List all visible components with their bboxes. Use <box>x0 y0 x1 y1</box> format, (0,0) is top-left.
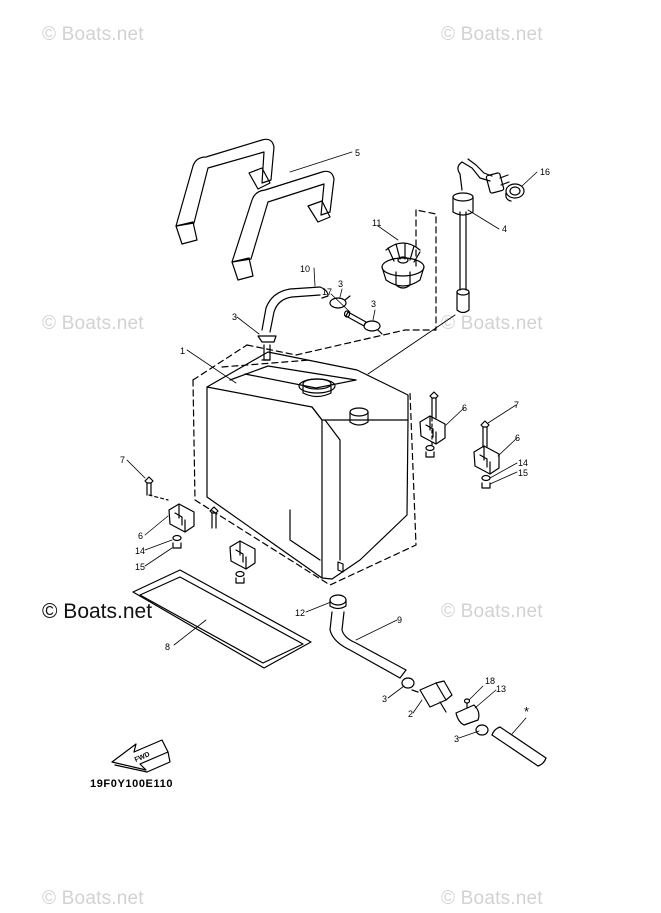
callout-3-filter-left: 3 <box>382 694 387 704</box>
watermark-bottom-left: © Boats.net <box>42 888 144 909</box>
callout-3-right: 3 <box>371 299 376 309</box>
bolt-left-center <box>209 506 219 529</box>
callout-14-left: 14 <box>135 546 145 556</box>
callout-1: 1 <box>180 346 185 356</box>
callout-17: 17 <box>322 287 332 297</box>
bracket-left <box>168 503 195 533</box>
hose-clamp-right <box>363 320 383 335</box>
connector-17 <box>343 310 367 327</box>
callout-11: 11 <box>372 218 381 228</box>
callout-3-outlet: 3 <box>454 734 459 744</box>
clamp-hose-lower <box>401 677 415 689</box>
bolt-left <box>144 476 154 496</box>
fuel-hose <box>329 611 407 679</box>
watermark-lower-right: © Boats.net <box>441 601 543 622</box>
bolt-right-upper <box>429 391 439 419</box>
fuel-filter <box>411 680 453 713</box>
bracket-right-lower <box>473 445 500 475</box>
watermark-bottom-right: © Boats.net <box>441 888 543 909</box>
callout-18: 18 <box>485 676 495 686</box>
washer-nut-left-center <box>235 570 245 584</box>
washer-nut-left <box>172 534 182 549</box>
watermark-lower-left: © Boats.net <box>42 600 153 623</box>
outlet-hose <box>491 726 547 767</box>
callout-10: 10 <box>300 264 310 274</box>
callout-14-right: 14 <box>518 458 528 468</box>
tank-pad <box>132 569 312 669</box>
hose-clamp-upper <box>329 295 351 309</box>
bolt-right-lower <box>480 420 490 448</box>
callout-9: 9 <box>397 615 402 625</box>
vent-filter <box>381 242 425 289</box>
washer-nut-right-lower <box>481 474 491 489</box>
callout-6-left: 6 <box>138 531 143 541</box>
callout-2: 2 <box>408 709 413 719</box>
callout-6-right-upper: 6 <box>462 403 467 413</box>
fwd-arrow-icon <box>111 739 171 773</box>
callout-4: 4 <box>502 224 507 234</box>
tank-strap-left <box>175 138 275 245</box>
outlet-grommet <box>329 594 347 610</box>
callout-13: 13 <box>496 684 506 694</box>
diagram-code: 19F0Y100E110 <box>90 778 174 790</box>
fuel-tank <box>206 351 409 580</box>
callout-16: 16 <box>540 167 550 177</box>
bracket-left-center <box>229 540 256 570</box>
callout-12: 12 <box>295 608 305 618</box>
washer-nut-right-upper <box>425 444 435 458</box>
callout-7-left: 7 <box>120 455 125 465</box>
callout-3-upper: 3 <box>338 279 343 289</box>
callout-5: 5 <box>355 148 360 158</box>
fuel-sender-unit <box>367 158 510 375</box>
callout-15-right: 15 <box>518 468 528 478</box>
watermark-mid-left: © Boats.net <box>42 313 144 334</box>
bracket-right-upper <box>419 415 446 445</box>
tank-strap-right <box>231 170 335 281</box>
callout-7-right: 7 <box>514 400 519 410</box>
callout-6-right-lower: 6 <box>515 433 520 443</box>
watermark-mid-right: © Boats.net <box>441 313 543 334</box>
grommet <box>505 183 525 202</box>
filter-bracket <box>455 698 480 726</box>
watermark-top-right: © Boats.net <box>441 24 543 45</box>
callout-15-left: 15 <box>135 562 145 572</box>
vent-hose <box>257 286 329 361</box>
callout-star: * <box>524 704 529 719</box>
watermark-top-left: © Boats.net <box>42 24 144 45</box>
callout-3-left: 3 <box>232 312 237 322</box>
callout-8: 8 <box>165 642 170 652</box>
clamp-outlet <box>475 724 489 736</box>
fwd-label: FWD <box>134 751 151 764</box>
